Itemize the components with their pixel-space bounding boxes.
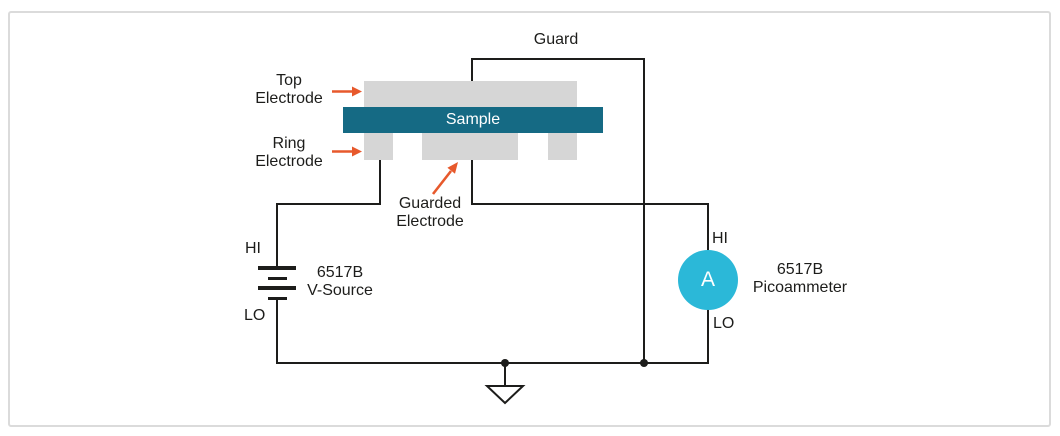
guarded-electrode-label-line1: Guarded bbox=[398, 195, 462, 212]
ammeter-circle: A bbox=[678, 250, 738, 310]
sample-label: Sample bbox=[445, 111, 501, 128]
guarded-electrode-arrow-icon bbox=[431, 162, 458, 195]
sample-block: Sample bbox=[343, 107, 603, 133]
junction-dot-ground bbox=[501, 359, 509, 367]
junction-dot-guard bbox=[640, 359, 648, 367]
ring-to-vsource-wire-horizontal bbox=[276, 203, 381, 205]
picoammeter-model: 6517B bbox=[776, 261, 824, 278]
ammeter-symbol: A bbox=[700, 268, 715, 291]
guarded-electrode-label-line2: Electrode bbox=[396, 213, 464, 230]
battery-plate-long-1 bbox=[258, 266, 296, 270]
ring-electrode-label: Ring Electrode bbox=[229, 135, 349, 171]
ground-icon bbox=[484, 385, 526, 405]
ammeter-lo-label: LO bbox=[713, 315, 735, 332]
ring-electrode-left-block bbox=[364, 133, 393, 160]
ring-electrode-label-line2: Electrode bbox=[255, 153, 323, 170]
ring-electrode-wire-vertical bbox=[379, 160, 381, 205]
vsource-name: V-Source bbox=[307, 282, 373, 299]
picoammeter-name-label: 6517B Picoammeter bbox=[740, 261, 860, 297]
top-electrode-label-line2: Electrode bbox=[255, 90, 323, 107]
top-electrode-arrow-icon bbox=[332, 86, 362, 97]
picoammeter-name: Picoammeter bbox=[752, 279, 848, 296]
guarded-electrode-label: Guarded Electrode bbox=[370, 195, 490, 231]
ring-electrode-arrow-icon bbox=[332, 146, 362, 157]
guarded-to-ammeter-wire-horizontal bbox=[471, 203, 709, 205]
guarded-electrode-wire-vertical bbox=[471, 160, 473, 205]
ring-electrode-right-block bbox=[548, 133, 577, 160]
vsource-hi-wire bbox=[276, 203, 278, 266]
battery-plate-long-2 bbox=[258, 286, 296, 290]
guard-wire-horizontal bbox=[471, 58, 645, 60]
guard-label: Guard bbox=[533, 31, 579, 48]
ring-electrode-label-line1: Ring bbox=[272, 135, 306, 152]
bottom-bus-wire bbox=[276, 362, 709, 364]
ammeter-lo-wire bbox=[707, 309, 709, 364]
vsource-hi-label: HI bbox=[245, 240, 261, 257]
vsource-model: 6517B bbox=[316, 264, 364, 281]
battery-plate-short-2 bbox=[268, 297, 287, 300]
guard-wire-drop-to-top-electrode bbox=[471, 58, 473, 82]
ammeter-hi-wire bbox=[707, 203, 709, 250]
vsource-name-label: 6517B V-Source bbox=[290, 264, 390, 300]
top-electrode-label: Top Electrode bbox=[229, 72, 349, 108]
battery-plate-short-1 bbox=[268, 277, 287, 280]
top-electrode-block bbox=[364, 81, 577, 107]
top-electrode-label-line1: Top bbox=[276, 72, 302, 89]
guarded-electrode-block bbox=[422, 133, 518, 160]
diagram-frame bbox=[8, 11, 1051, 427]
guard-wire-vertical bbox=[643, 58, 645, 364]
ground-stem-wire bbox=[504, 363, 506, 387]
vsource-lo-wire bbox=[276, 300, 278, 364]
ammeter-hi-label: HI bbox=[712, 230, 728, 247]
vsource-lo-label: LO bbox=[244, 307, 266, 324]
